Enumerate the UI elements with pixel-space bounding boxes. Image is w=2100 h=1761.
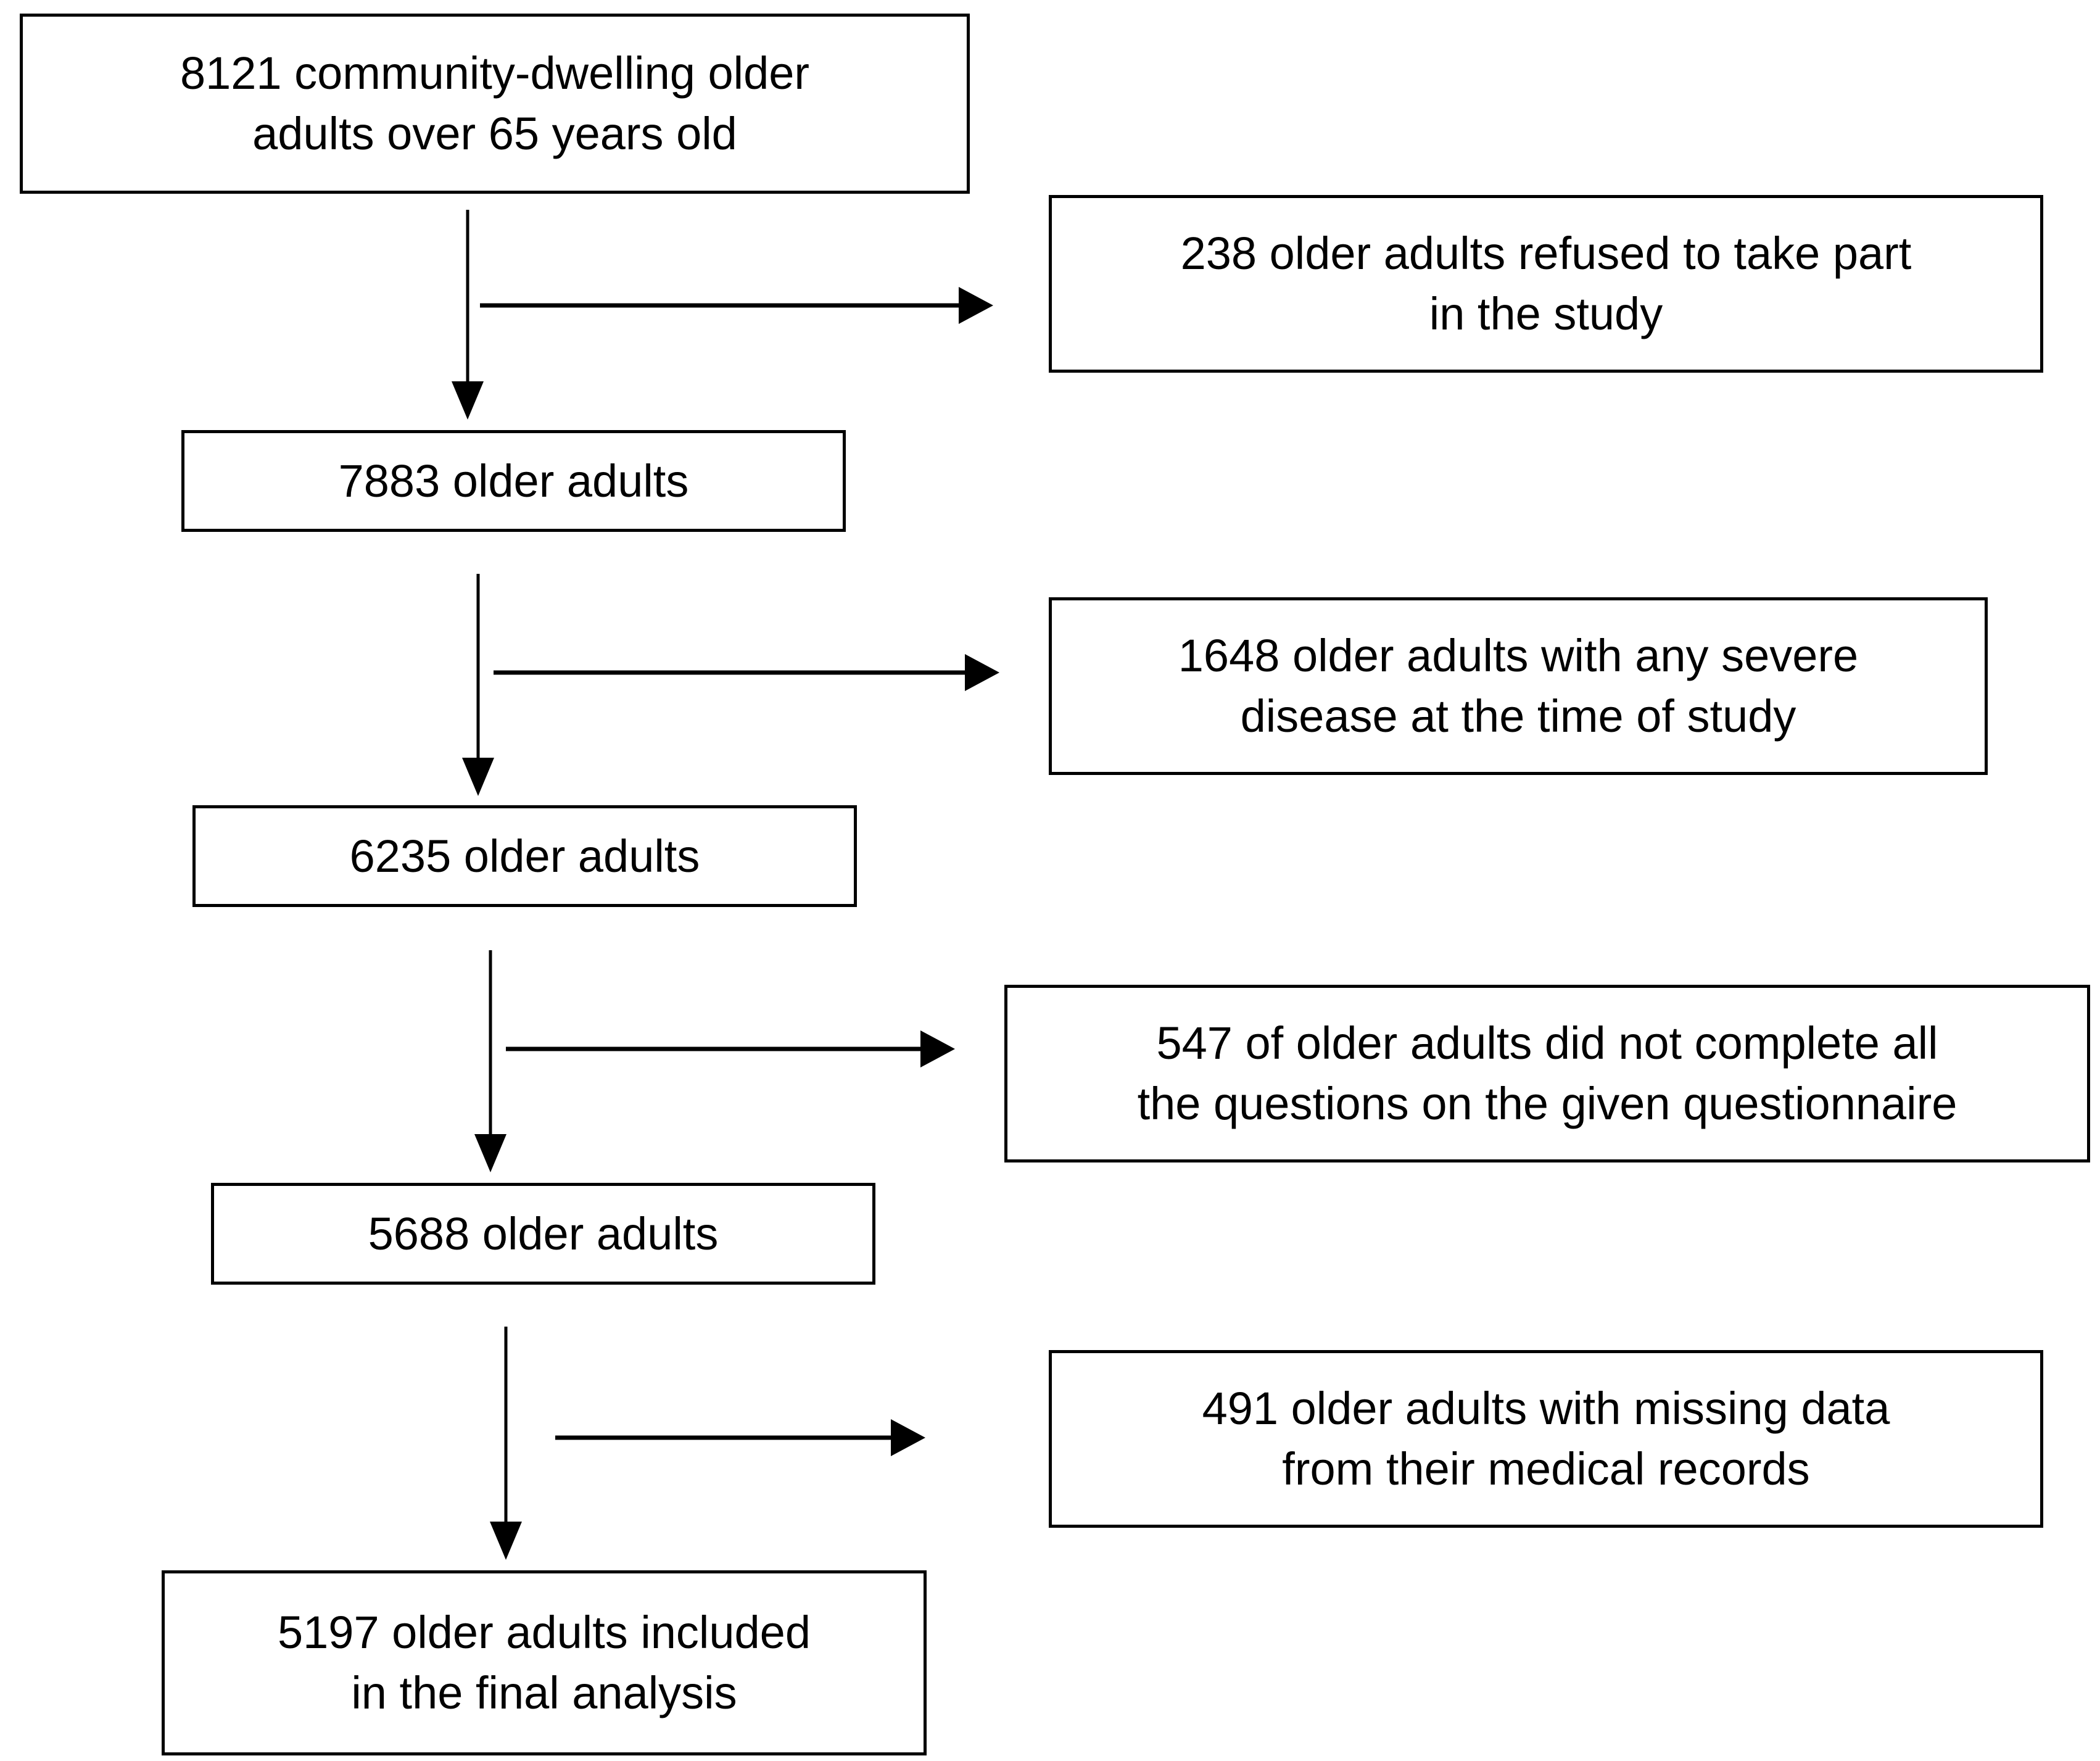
- arrowhead-down-icon: [462, 758, 494, 796]
- arrowhead-right-icon: [891, 1419, 925, 1456]
- arrowhead-right-icon: [965, 654, 999, 691]
- node-enrolled: 8121 community-dwelling older adults ove…: [20, 14, 970, 194]
- arrowhead-down-icon: [474, 1134, 506, 1172]
- node-after-incomplete: 5688 older adults: [211, 1183, 875, 1285]
- vertical-arrow-v3: [474, 950, 506, 1172]
- node-exclusion-missing-records: 491 older adults with missing data from …: [1049, 1350, 2043, 1528]
- vertical-arrow-v1: [452, 210, 484, 420]
- horizontal-arrow-h4: [555, 1419, 925, 1456]
- arrowhead-right-icon: [959, 287, 993, 324]
- node-after-refusal: 7883 older adults: [181, 430, 846, 532]
- arrowhead-down-icon: [490, 1522, 522, 1560]
- horizontal-arrow-h2: [494, 654, 999, 691]
- arrowhead-down-icon: [452, 381, 484, 420]
- horizontal-arrow-h1: [480, 287, 993, 324]
- horizontal-arrow-h3: [506, 1030, 955, 1067]
- node-final-analysis: 5197 older adults included in the final …: [162, 1570, 927, 1755]
- node-exclusion-severe-disease: 1648 older adults with any severe diseas…: [1049, 597, 1988, 775]
- arrowhead-right-icon: [920, 1030, 955, 1067]
- vertical-arrow-v4: [490, 1327, 522, 1560]
- node-after-severe-disease: 6235 older adults: [192, 805, 857, 907]
- vertical-arrow-v2: [462, 574, 494, 796]
- node-exclusion-refused: 238 older adults refused to take part in…: [1049, 195, 2043, 373]
- node-exclusion-incomplete-questionnaire: 547 of older adults did not complete all…: [1004, 985, 2090, 1162]
